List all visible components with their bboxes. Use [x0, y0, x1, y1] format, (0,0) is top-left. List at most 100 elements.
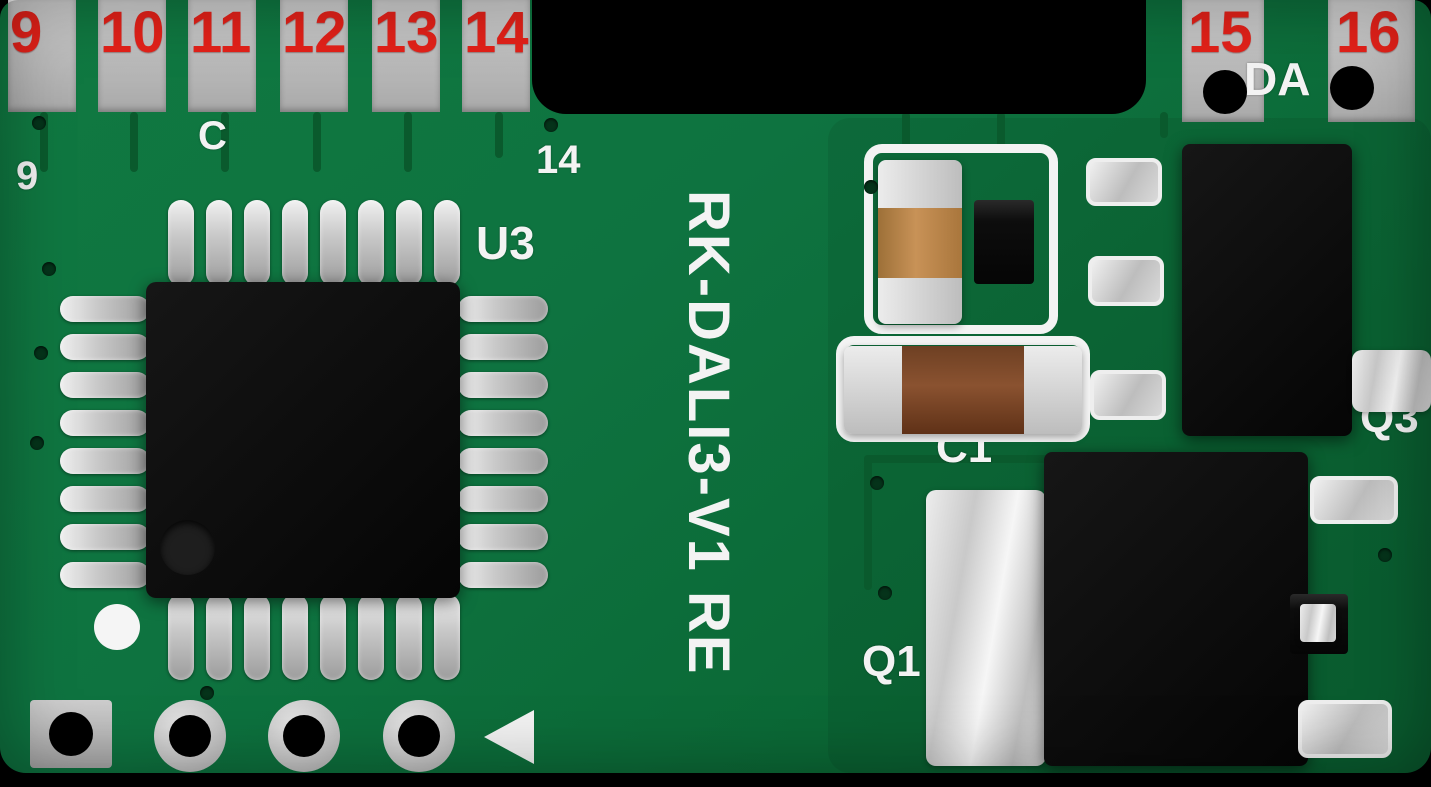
- via: [30, 436, 44, 450]
- u3-pin: [358, 594, 384, 680]
- pad-number: 10: [100, 0, 165, 65]
- pad-number: 16: [1336, 0, 1401, 65]
- silkscreen-arrow-icon: [484, 710, 534, 764]
- edge-pad-16: 16: [1328, 0, 1415, 122]
- u3-pin: [60, 410, 150, 436]
- edge-pad-10: 10: [98, 0, 166, 112]
- via: [864, 180, 878, 194]
- via: [870, 476, 884, 490]
- silkscreen-label-14: 14: [536, 138, 581, 182]
- board-notch: [532, 0, 1146, 114]
- silkscreen-pin1-dot: [94, 604, 140, 650]
- via: [878, 586, 892, 600]
- u3-pin: [60, 524, 150, 550]
- trace: [997, 112, 1005, 150]
- u3-pin: [396, 200, 422, 286]
- mounting-hole: [1203, 70, 1247, 114]
- smd-resistor: [974, 200, 1034, 284]
- capacitor-terminal: [1024, 346, 1082, 434]
- trace: [864, 455, 872, 590]
- u3-pin: [358, 200, 384, 286]
- trace: [902, 112, 910, 150]
- edge-pad-11: 11: [188, 0, 256, 112]
- board-title: RK-DALI3-V1 RE: [676, 190, 741, 676]
- edge-pad-15: 15: [1182, 0, 1264, 122]
- capacitor-c1: [844, 346, 1082, 434]
- u3-pin: [168, 200, 194, 286]
- q3-pin-pad: [1088, 256, 1164, 306]
- pad-number: 12: [282, 0, 347, 65]
- microcontroller-u3: [146, 282, 460, 598]
- via: [34, 346, 48, 360]
- capacitor-body: [878, 208, 962, 278]
- silkscreen-outline: [836, 336, 1090, 442]
- pad-number: 9: [10, 0, 43, 65]
- u3-pin: [458, 524, 548, 550]
- u3-pin: [282, 200, 308, 286]
- silkscreen-label-q1: Q1: [862, 637, 921, 686]
- edge-pad-14: 14: [462, 0, 530, 112]
- u3-pin: [458, 296, 548, 322]
- u3-pin: [206, 594, 232, 680]
- u3-pin: [434, 200, 460, 286]
- silkscreen-label-9: 9: [16, 154, 39, 198]
- u3-pin: [458, 448, 548, 474]
- silkscreen-outline: [864, 144, 1058, 334]
- edge-pad-12: 12: [280, 0, 348, 112]
- u3-pin: [320, 200, 346, 286]
- through-hole-pad: [30, 700, 112, 768]
- u3-pin: [458, 410, 548, 436]
- trace: [864, 455, 1049, 463]
- mounting-hole: [169, 715, 211, 757]
- capacitor: [878, 160, 962, 324]
- pad-number: 11: [190, 0, 252, 65]
- u3-pin: [458, 486, 548, 512]
- trace: [40, 112, 48, 172]
- pad-number: 14: [464, 0, 529, 65]
- mounting-hole: [49, 712, 93, 756]
- u3-pin: [458, 562, 548, 588]
- pad-number: 13: [374, 0, 439, 65]
- mounting-hole: [398, 715, 440, 757]
- q3-pin-pad: [1090, 370, 1166, 420]
- capacitor-terminal: [844, 346, 902, 434]
- edge-pad-9: 9: [8, 0, 76, 112]
- u3-pin: [282, 594, 308, 680]
- capacitor-terminal: [878, 160, 962, 208]
- trace: [313, 112, 321, 172]
- via: [544, 118, 558, 132]
- through-hole-pad: [383, 700, 455, 772]
- u3-pin: [60, 448, 150, 474]
- u3-pin: [206, 200, 232, 286]
- trace: [495, 112, 503, 158]
- u3-pin: [60, 372, 150, 398]
- through-hole-pad: [154, 700, 226, 772]
- trace: [130, 112, 138, 172]
- q1-pin-pad: [1310, 476, 1398, 524]
- transistor-q1: [1044, 452, 1308, 766]
- via: [200, 686, 214, 700]
- via: [1378, 548, 1392, 562]
- pad-number: 15: [1188, 0, 1253, 65]
- via: [42, 262, 56, 276]
- q3-tab-solder: [1352, 350, 1431, 412]
- silkscreen-label-c: C: [198, 114, 227, 158]
- trace: [404, 112, 412, 172]
- trace: [221, 112, 229, 172]
- edge-pad-13: 13: [372, 0, 440, 112]
- mounting-hole: [1330, 66, 1374, 110]
- silkscreen-label-da: DA: [1244, 53, 1311, 105]
- solder-pad: [1300, 604, 1336, 642]
- q3-pin-pad: [1086, 158, 1162, 206]
- capacitor-body: [902, 346, 1024, 434]
- u3-pin: [60, 562, 150, 588]
- u3-pin: [244, 594, 270, 680]
- trace: [1160, 112, 1168, 138]
- silkscreen-label-u3: U3: [476, 217, 535, 269]
- smd-component: [1290, 594, 1348, 654]
- u3-pin: [60, 296, 150, 322]
- capacitor-terminal: [878, 278, 962, 324]
- u3-pin: [320, 594, 346, 680]
